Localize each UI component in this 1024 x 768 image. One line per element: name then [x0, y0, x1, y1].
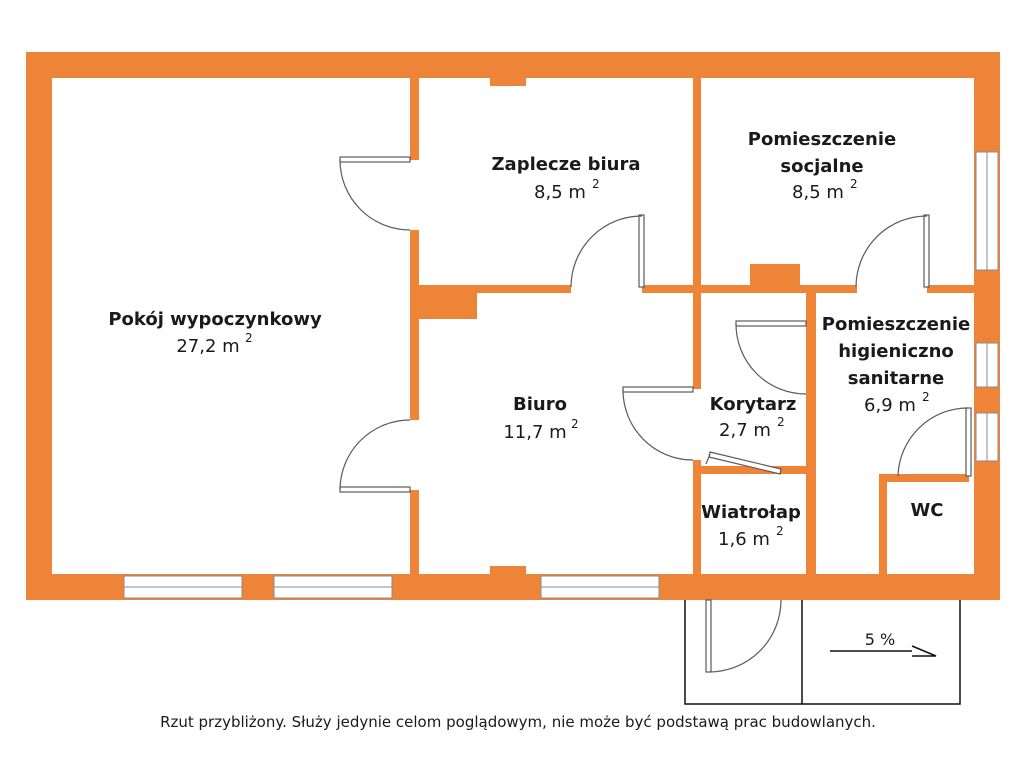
room-area-superscript: 2: [245, 331, 253, 345]
room-name: Pokój wypoczynkowy: [108, 309, 322, 330]
room-name-line-1: Pomieszczenie: [822, 314, 970, 335]
door-leaf: [622, 386, 694, 393]
doors: [339, 156, 972, 673]
room-area: 27,2 m: [176, 336, 239, 357]
ramp-slope-label: 5 %: [865, 630, 895, 649]
room-area-superscript: 2: [922, 390, 930, 404]
door-leaf: [735, 320, 807, 327]
room-zaplecze-biura: Zaplecze biura 8,5 m 2: [492, 154, 641, 203]
room-pomieszczenie-higieniczno-sanitarne: Pomieszczenie higieniczno sanitarne 6,9 …: [822, 314, 970, 416]
door-swing: [735, 323, 807, 395]
room-wiatrolap: Wiatrołap 1,6 m 2: [701, 502, 801, 550]
disclaimer-footnote: Rzut przybliżony. Służy jedynie celom po…: [160, 713, 876, 731]
windows: [123, 151, 999, 599]
room-area: 1,6 m: [718, 529, 770, 550]
door-leaf: [965, 407, 972, 477]
room-biuro: Biuro 11,7 m 2: [503, 394, 578, 443]
room-area: 2,7 m: [719, 420, 771, 441]
door-swing: [622, 388, 694, 461]
interior-walls: [410, 78, 974, 574]
room-area-superscript: 2: [850, 177, 858, 191]
room-area-superscript: 2: [592, 177, 600, 191]
room-area-superscript: 2: [776, 524, 784, 538]
door-swing: [339, 159, 411, 231]
room-korytarz: Korytarz 2,7 m 2: [710, 394, 797, 441]
room-name-line-2: socjalne: [780, 156, 863, 177]
arrowhead: [911, 645, 937, 657]
room-area-superscript: 2: [777, 415, 785, 429]
door-swing: [339, 419, 411, 491]
door-leaf: [339, 486, 411, 493]
door-leaf: [339, 156, 411, 163]
room-area: 8,5 m: [792, 182, 844, 203]
room-area: 11,7 m: [503, 422, 566, 443]
door-leaf: [705, 599, 712, 673]
room-name: Korytarz: [710, 394, 797, 415]
door-leaf: [923, 214, 930, 288]
room-name: WC: [910, 500, 943, 521]
room-name-line-1: Pomieszczenie: [748, 129, 896, 150]
room-name-line-3: sanitarne: [848, 368, 945, 389]
room-area: 6,9 m: [864, 395, 916, 416]
room-area-superscript: 2: [571, 417, 579, 431]
room-pokoj-wypoczynkowy: Pokój wypoczynkowy 27,2 m 2: [108, 309, 322, 357]
room-area: 8,5 m: [534, 182, 586, 203]
room-wc: WC: [910, 500, 943, 521]
room-name: Wiatrołap: [701, 502, 801, 523]
door-swing: [705, 453, 711, 465]
door-swing: [855, 215, 928, 288]
door-swing: [708, 599, 782, 673]
door-swing: [897, 407, 969, 477]
room-name: Biuro: [513, 394, 567, 415]
room-pomieszczenie-socjalne: Pomieszczenie socjalne 8,5 m 2: [748, 129, 896, 203]
room-name-line-2: higieniczno: [838, 341, 954, 362]
door-leaf: [638, 214, 645, 288]
room-name: Zaplecze biura: [492, 154, 641, 175]
door-swing: [570, 215, 643, 288]
entrance-area: 5 %: [684, 600, 961, 705]
